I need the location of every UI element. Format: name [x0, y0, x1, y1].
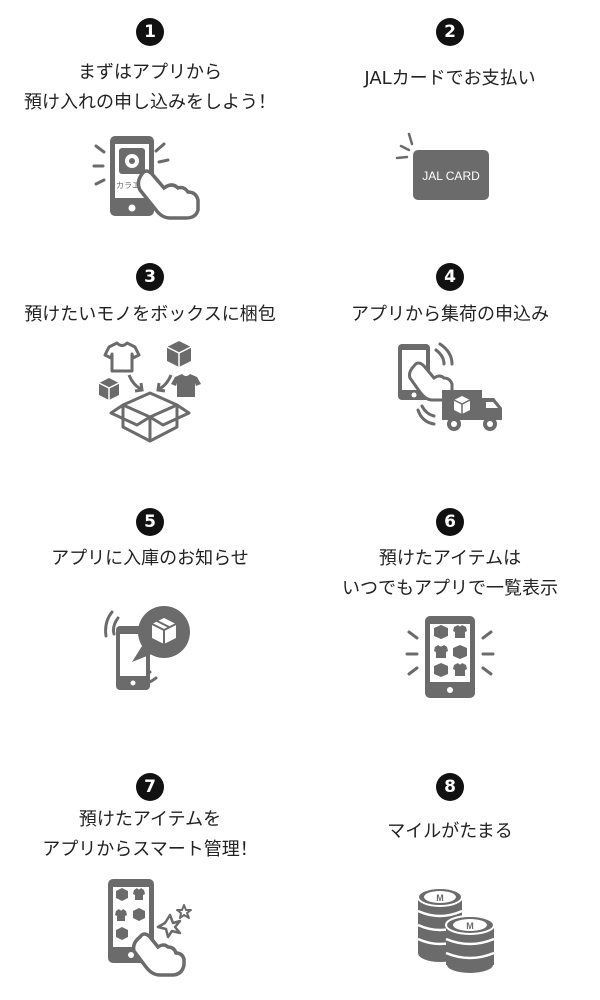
step-title: 預けたアイテムは いつでもアプリで一覧表示	[342, 548, 558, 599]
step-title: 預けたいモノをボックスに梱包	[24, 304, 276, 325]
svg-text:M: M	[466, 921, 474, 931]
step-7: 7 預けたアイテムを アプリからスマート管理！	[0, 755, 300, 1000]
step-title: アプリから集荷の申込み	[351, 304, 549, 325]
step-3: 3 預けたいモノをボックスに梱包	[0, 245, 300, 490]
app-name-label: カラエト	[116, 181, 148, 190]
packing-box-icon	[98, 341, 201, 443]
step-title: まずはアプリから 預け入れの申し込みをしよう！	[24, 62, 276, 113]
step-4: 4 アプリから集荷の申込み	[300, 245, 600, 490]
jal-card-icon: JAL CARD	[395, 132, 489, 200]
step-number-badge: 1	[136, 18, 164, 46]
step-title: JALカードでお支払い	[364, 68, 536, 89]
manage-phone-tap-icon	[108, 879, 192, 977]
svg-text:M: M	[436, 893, 444, 903]
card-label: JAL CARD	[422, 169, 480, 183]
step-6: 6 預けたアイテムは いつでもアプリで一覧表示	[300, 490, 600, 735]
step-number-badge: 4	[436, 263, 464, 291]
step-1: 1 まずはアプリから 預け入れの申し込みをしよう！ カラエト	[0, 0, 300, 245]
step-title: 預けたアイテムを アプリからスマート管理！	[42, 809, 258, 860]
step-title: マイルがたまる	[387, 821, 513, 842]
step-number-badge: 5	[136, 508, 164, 536]
step-title: アプリに入庫のお知らせ	[51, 548, 249, 569]
step-2: 2 JALカードでお支払い JAL CARD	[300, 0, 600, 245]
step-number-badge: 2	[436, 18, 464, 46]
step-number-badge: 6	[436, 508, 464, 536]
pickup-truck-icon	[398, 342, 502, 431]
item-list-phone-icon	[405, 616, 495, 698]
mile-coins-icon: M M	[417, 887, 495, 975]
step-number-badge: 3	[136, 263, 164, 291]
step-5: 5 アプリに入庫のお知らせ	[0, 490, 300, 735]
step-number-badge: 8	[436, 773, 464, 801]
phone-app-tap-icon: カラエト	[92, 136, 200, 220]
step-number-badge: 7	[136, 773, 164, 801]
step-8: 8 マイルがたまる M M	[300, 755, 600, 1000]
notification-phone-icon	[104, 606, 190, 690]
